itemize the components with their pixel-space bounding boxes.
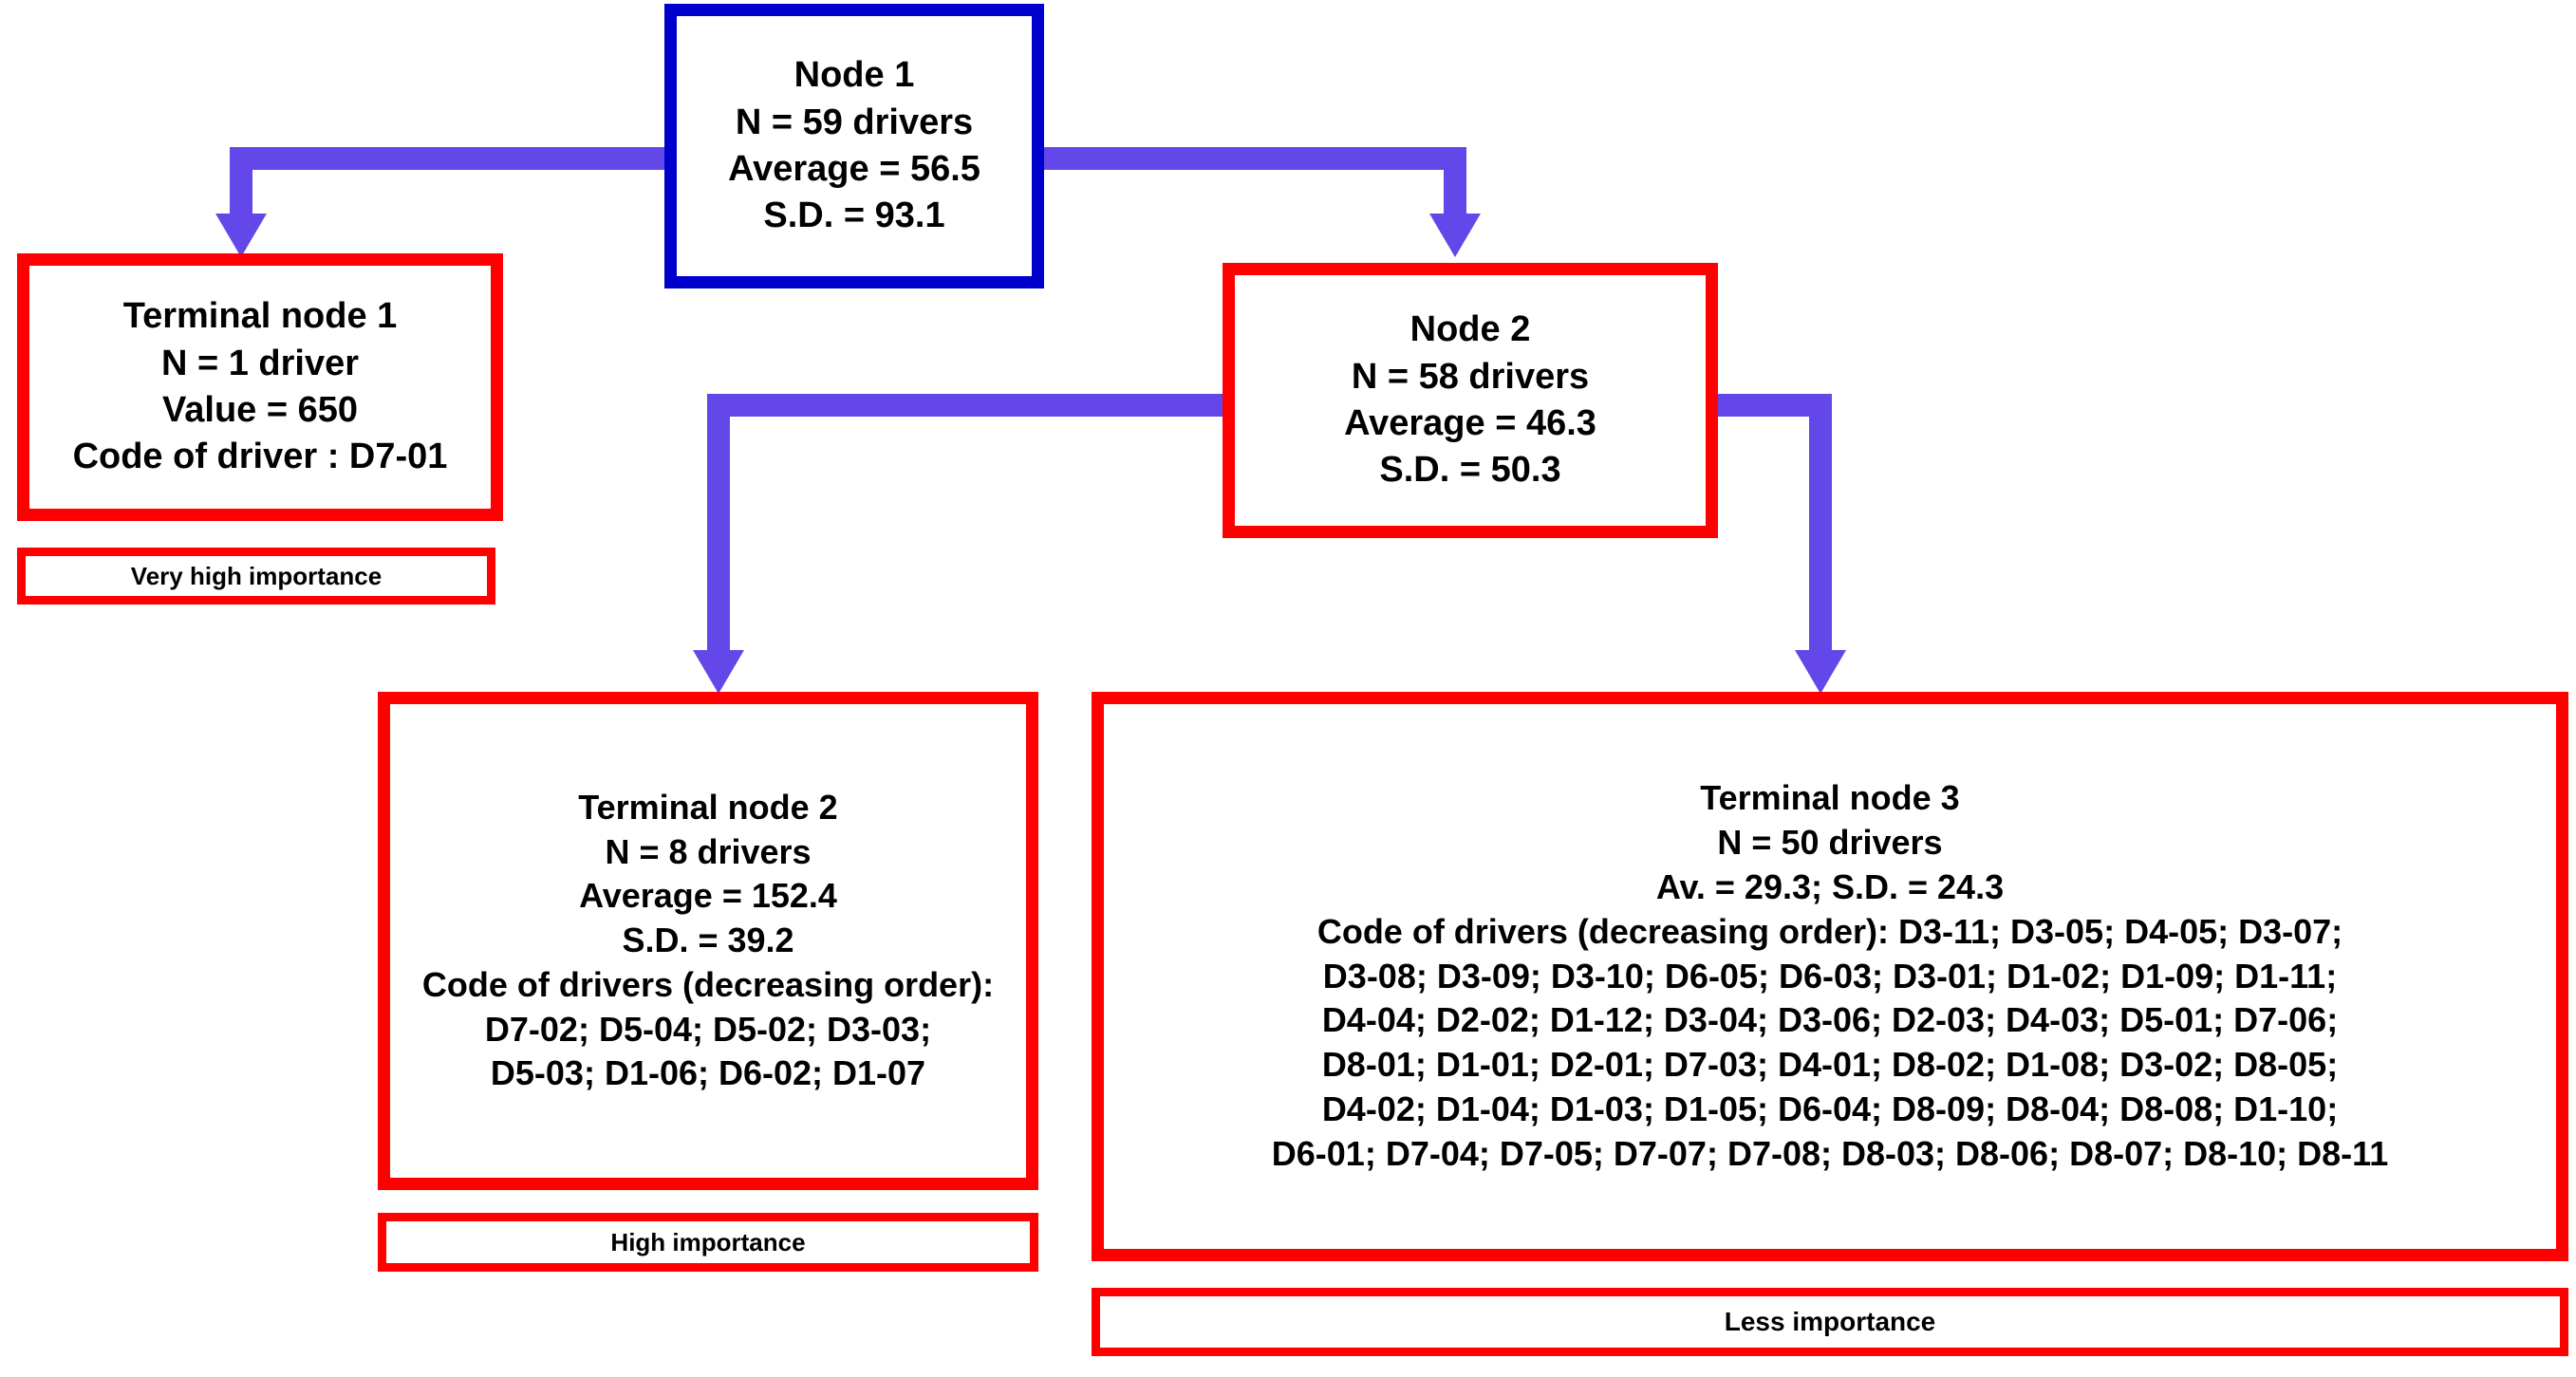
connector-node2-to-terminal3-vertical (1809, 394, 1832, 665)
connector-root-to-terminal1-horizontal (230, 147, 676, 170)
legend-high-importance[interactable]: High importance (378, 1213, 1038, 1272)
node-2-title: Node 2 (1409, 309, 1531, 350)
connector-node2-to-terminal2-vertical (707, 394, 730, 665)
terminal-node-2-codes-line-1: D7-02; D5-04; D5-02; D3-03; (484, 1009, 932, 1049)
terminal-node-3-n: N = 50 drivers (1717, 823, 1943, 863)
legend-high-importance-label: High importance (610, 1227, 806, 1256)
terminal-node-3-codes-line-1: Code of drivers (decreasing order): D3-1… (1316, 911, 2343, 951)
legend-very-high-importance-label: Very high importance (130, 561, 383, 590)
terminal-node-2-box[interactable]: Terminal node 2 N = 8 drivers Average = … (378, 692, 1038, 1190)
terminal-node-1-n: N = 1 driver (160, 343, 360, 383)
legend-less-importance-label: Less importance (1724, 1307, 1936, 1336)
node-1-box[interactable]: Node 1 N = 59 drivers Average = 56.5 S.D… (664, 4, 1044, 288)
terminal-node-2-sd: S.D. = 39.2 (622, 921, 794, 960)
legend-less-importance[interactable]: Less importance (1092, 1288, 2568, 1356)
terminal-node-1-box[interactable]: Terminal node 1 N = 1 driver Value = 650… (17, 253, 503, 521)
terminal-node-1-value: Value = 650 (162, 390, 358, 430)
node-1-title: Node 1 (793, 55, 915, 96)
arrow-head-to-terminal2 (693, 650, 744, 694)
terminal-node-3-stats: Av. = 29.3; S.D. = 24.3 (1655, 867, 2005, 906)
legend-very-high-importance[interactable]: Very high importance (17, 548, 495, 605)
terminal-node-2-codes-line-2: D5-03; D1-06; D6-02; D1-07 (490, 1053, 926, 1093)
connector-root-to-node2-horizontal (1044, 147, 1466, 170)
terminal-node-2-n: N = 8 drivers (605, 831, 812, 871)
node-2-average: Average = 46.3 (1344, 403, 1596, 443)
arrow-head-to-terminal1 (215, 214, 267, 257)
node-2-box[interactable]: Node 2 N = 58 drivers Average = 46.3 S.D… (1223, 263, 1718, 538)
terminal-node-3-title: Terminal node 3 (1700, 778, 1960, 818)
terminal-node-2-average: Average = 152.4 (579, 876, 837, 916)
node-1-average: Average = 56.5 (728, 149, 980, 189)
terminal-node-3-codes-line-6: D6-01; D7-04; D7-05; D7-07; D7-08; D8-03… (1271, 1133, 2389, 1173)
terminal-node-3-codes-line-5: D4-02; D1-04; D1-03; D1-05; D6-04; D8-09… (1321, 1089, 2339, 1128)
terminal-node-3-codes-line-3: D4-04; D2-02; D1-12; D3-04; D3-06; D2-03… (1321, 1000, 2339, 1040)
node-2-sd: S.D. = 50.3 (1379, 450, 1561, 491)
arrow-head-to-terminal3 (1795, 650, 1846, 694)
terminal-node-2-title: Terminal node 2 (578, 787, 838, 827)
arrow-head-to-node2 (1429, 214, 1481, 257)
connector-node2-to-terminal2-horizontal (707, 394, 1224, 417)
terminal-node-1-title: Terminal node 1 (122, 296, 398, 337)
terminal-node-3-codes-line-4: D8-01; D1-01; D2-01; D7-03; D4-01; D8-02… (1321, 1045, 2339, 1085)
node-1-sd: S.D. = 93.1 (763, 195, 945, 236)
node-2-n: N = 58 drivers (1351, 356, 1590, 397)
terminal-node-3-codes-line-2: D3-08; D3-09; D3-10; D6-05; D6-03; D3-01… (1322, 956, 2338, 996)
terminal-node-2-codes-label: Code of drivers (decreasing order): (421, 964, 995, 1004)
terminal-node-3-box[interactable]: Terminal node 3 N = 50 drivers Av. = 29.… (1092, 692, 2568, 1261)
node-1-n: N = 59 drivers (735, 102, 974, 142)
terminal-node-1-codes: Code of driver : D7-01 (72, 437, 448, 477)
